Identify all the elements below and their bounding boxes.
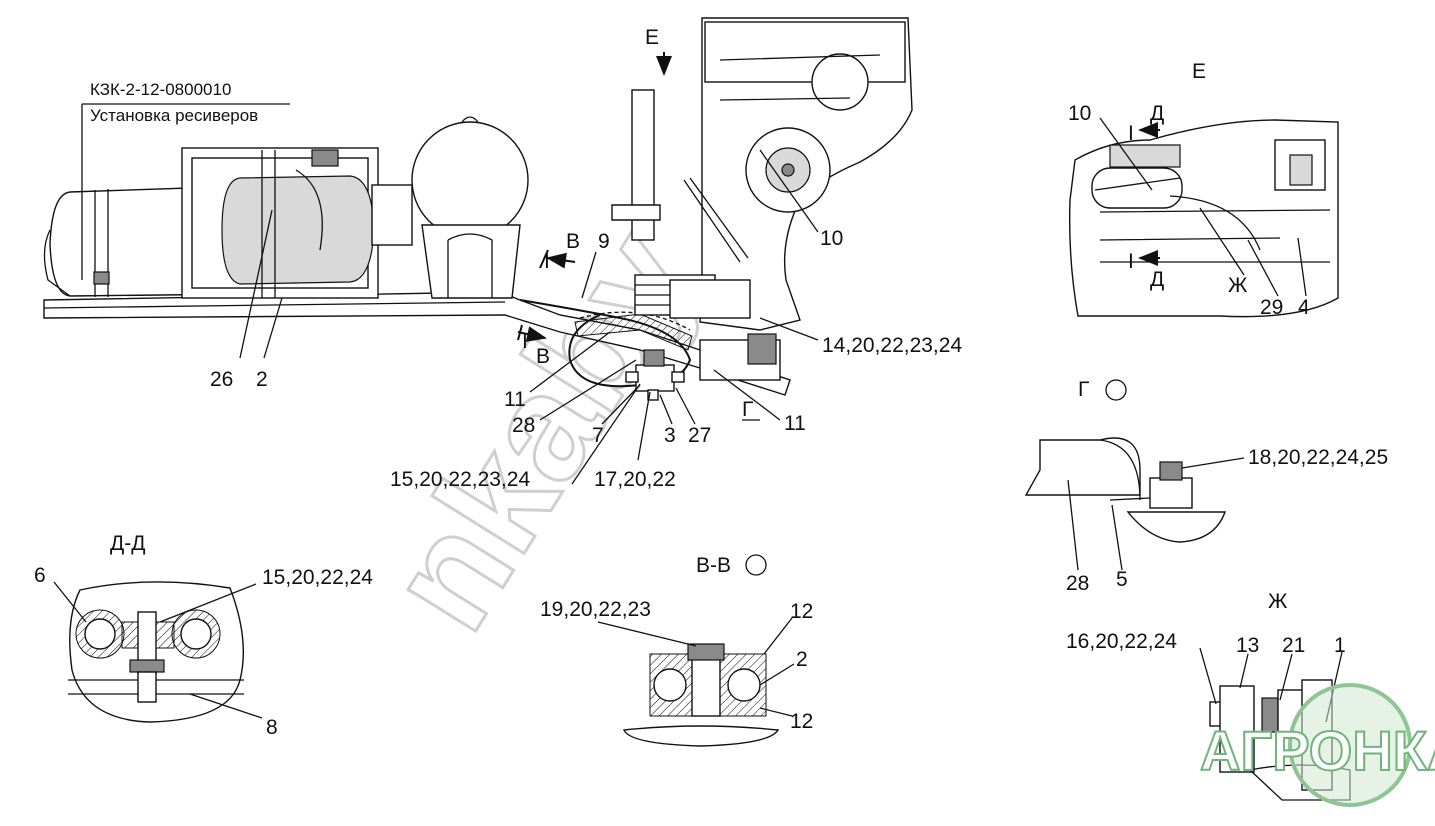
section-vv xyxy=(597,554,795,747)
roman-i-1: I xyxy=(544,250,550,273)
receiver-tank-round xyxy=(411,116,529,299)
section-dd xyxy=(53,581,263,723)
callout-3: 3 xyxy=(664,424,676,447)
logo-text: АГРОНКА xyxy=(1200,719,1435,782)
callout-26: 26 xyxy=(210,368,233,391)
callout-10-view-e: 10 xyxy=(1068,102,1091,125)
callout-6: 6 xyxy=(34,564,46,587)
engine-block xyxy=(611,17,913,331)
section-v-arrow-top: В xyxy=(566,230,580,253)
callout-7: 7 xyxy=(592,424,604,447)
callout-12-bottom: 12 xyxy=(790,710,813,733)
assembly-description: Установка ресиверов xyxy=(90,106,258,125)
roman-i-4: I xyxy=(1128,250,1134,273)
callout-2: 2 xyxy=(256,368,268,391)
detail-zh-title: Ж xyxy=(1268,590,1288,613)
section-dd-title: Д-Д xyxy=(110,532,145,555)
callout-5: 5 xyxy=(1116,568,1128,591)
section-arrows xyxy=(517,52,760,421)
bracket-right xyxy=(699,333,781,381)
callout-28: 28 xyxy=(512,414,535,437)
callout-11-right: 11 xyxy=(784,412,806,435)
section-d-arrow-bottom: Д xyxy=(1150,268,1164,291)
roman-i-2: I xyxy=(522,330,528,353)
assembly-designation: КЗК-2-12-0800010 xyxy=(90,80,231,99)
section-vv-circle-icon xyxy=(745,554,767,576)
agronka-logo: АГРОНКА xyxy=(1199,683,1435,807)
detail-g-circle-icon xyxy=(1105,379,1127,401)
detail-g-title: Г xyxy=(1078,378,1089,401)
main-leaders xyxy=(81,103,819,485)
callout-2-section-vv: 2 xyxy=(796,648,808,671)
callout-10-main: 10 xyxy=(820,227,843,250)
callout-11-left: 11 xyxy=(504,388,526,411)
callout-21: 21 xyxy=(1282,634,1305,657)
section-d-arrow-top: Д xyxy=(1150,102,1164,125)
section-v-arrow-bottom: В xyxy=(536,345,550,368)
main-assembly xyxy=(43,17,913,485)
callout-15-20-22-23-24: 15,20,22,23,24 xyxy=(390,468,530,491)
callout-12-top: 12 xyxy=(790,600,813,623)
callout-9: 9 xyxy=(598,230,610,253)
callout-16-20-22-24: 16,20,22,24 xyxy=(1066,630,1177,653)
receiver-frame xyxy=(181,147,413,299)
pressure-valve xyxy=(625,349,685,401)
callout-29: 29 xyxy=(1260,296,1283,319)
view-e: Е xyxy=(1068,60,1339,318)
callout-1: 1 xyxy=(1334,634,1346,657)
callout-17-20-22: 17,20,22 xyxy=(594,468,676,491)
roman-i-3: I xyxy=(1128,122,1134,145)
section-vv-title: В-В xyxy=(696,554,731,577)
callout-13: 13 xyxy=(1236,634,1259,657)
frame-rail-edge xyxy=(43,301,506,309)
view-e-arrow-label: Е xyxy=(645,26,659,49)
callout-28-detail-g: 28 xyxy=(1066,572,1089,595)
frame-rail xyxy=(43,291,791,396)
callout-19-20-22-23: 19,20,22,23 xyxy=(540,598,651,621)
view-e-title: Е xyxy=(1192,60,1206,83)
callout-18-20-22-24-25: 18,20,22,24,25 xyxy=(1248,446,1388,469)
callout-4: 4 xyxy=(1298,296,1310,319)
callout-27: 27 xyxy=(688,424,711,447)
callout-14-20-22-23-24: 14,20,22,23,24 xyxy=(822,334,962,357)
detail-zh-callout: Ж xyxy=(1228,274,1248,297)
callout-15-20-22-24: 15,20,22,24 xyxy=(262,566,373,589)
callout-8: 8 xyxy=(266,716,278,739)
detail-g-callout: Г xyxy=(742,398,753,421)
detail-g xyxy=(1024,379,1245,571)
